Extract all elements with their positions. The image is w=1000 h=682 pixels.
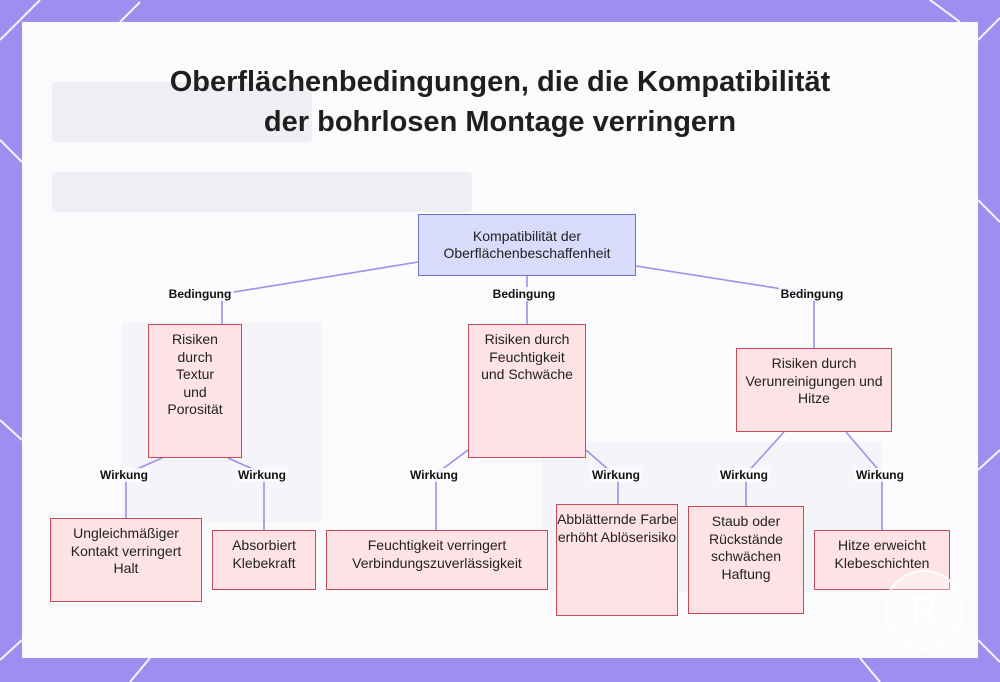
- effect-node-absorbs-adhesion: Absorbiert Klebekraft: [212, 530, 316, 590]
- condition-node-texture: Risiken durch Textur und Porosität: [148, 324, 242, 458]
- connector-line: [636, 266, 814, 348]
- condition-node-contamination: Risiken durch Verunreinigungen und Hitze: [736, 348, 892, 432]
- edge-label-condition: Bedingung: [491, 287, 558, 301]
- connector-line: [126, 458, 162, 518]
- edge-label-effect: Wirkung: [590, 468, 642, 482]
- edge-label-effect: Wirkung: [98, 468, 150, 482]
- edge-label-effect: Wirkung: [408, 468, 460, 482]
- effect-node-dust-residue: Staub oder Rückstände schwächen Haftung: [688, 506, 804, 614]
- effect-node-moisture-reliability: Feuchtigkeit verringert Verbindungszuver…: [326, 530, 548, 590]
- connector-line: [436, 450, 468, 530]
- connector-line: [222, 262, 418, 324]
- condition-node-moisture: Risiken durch Feuchtigkeit und Schwäche: [468, 324, 586, 458]
- edge-label-effect: Wirkung: [854, 468, 906, 482]
- root-node: Kompatibilität der Oberflächenbeschaffen…: [418, 214, 636, 276]
- watermark-logo-icon: R: [884, 570, 964, 650]
- edge-label-condition: Bedingung: [167, 287, 234, 301]
- edge-label-effect: Wirkung: [718, 468, 770, 482]
- effect-node-peeling-paint: Abblätternde Farbe erhöht Ablöserisiko: [556, 504, 678, 616]
- diagram-card: Oberflächenbedingungen, die die Kompatib…: [22, 22, 978, 658]
- effect-node-uneven-contact: Ungleichmäßiger Kontakt verringert Halt: [50, 518, 202, 602]
- edge-label-effect: Wirkung: [236, 468, 288, 482]
- edge-label-condition: Bedingung: [779, 287, 846, 301]
